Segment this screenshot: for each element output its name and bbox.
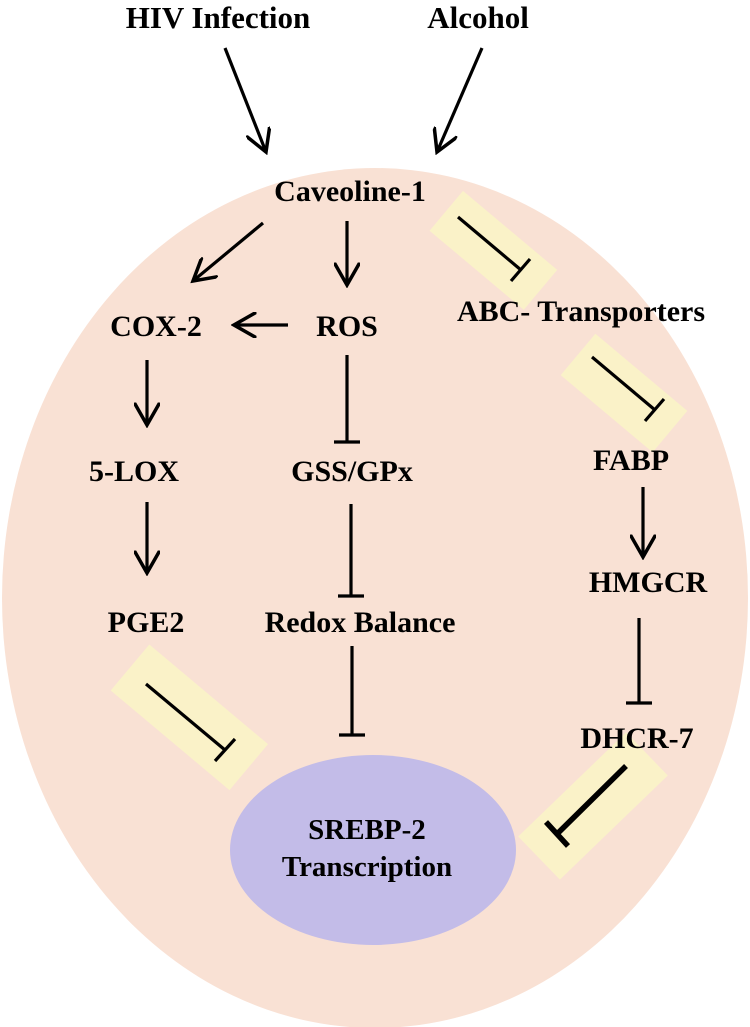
edge-gss-inhibits-redox [338,504,364,598]
edge-ros-inhibits-gss [334,355,360,444]
edge-alcohol-to-caveoline [437,47,484,152]
nucleus [230,755,516,945]
node-abc-transporters: ABC- Transporters [457,295,705,328]
node-pge2: PGE2 [108,606,185,639]
edge-dhcr7-inhibits-srebp [543,764,628,848]
edge-hiv-to-caveoline [223,47,266,152]
highlight-pge2-srebp [110,644,269,791]
node-dhcr-7: DHCR-7 [580,722,693,755]
node-cox-2: COX-2 [110,310,202,343]
node-caveoline-1: Caveoline-1 [274,175,426,208]
nucleus-label-srebp-2: SREBP-2 [308,814,426,846]
highlight-abc-fabp [560,333,688,453]
edge-caveoline-to-cox2 [193,221,265,281]
edges [144,47,666,848]
edge-abc-inhibits-fabp [590,355,666,423]
node-fabp: FABP [593,444,669,477]
highlight-dhcr7-srebp [518,732,668,880]
labels: HIV Infection Alcohol Caveoline-1 COX-2 … [89,0,707,883]
edge-pge2-inhibits-srebp [144,682,237,763]
edge-hmgcr-inhibits-dhcr7 [626,618,652,705]
node-ros: ROS [316,310,378,343]
node-hmgcr: HMGCR [589,566,708,599]
node-5-lox: 5-LOX [89,455,179,488]
node-redox-balance: Redox Balance [265,606,456,639]
node-gss-gpx: GSS/GPx [291,455,413,488]
edge-caveoline-inhibits-abc [456,215,532,283]
nucleus-label-transcription: Transcription [282,851,452,883]
trigger-hiv-infection: HIV Infection [126,0,311,35]
edge-redox-inhibits-srebp [339,646,365,737]
trigger-alcohol: Alcohol [427,0,529,35]
